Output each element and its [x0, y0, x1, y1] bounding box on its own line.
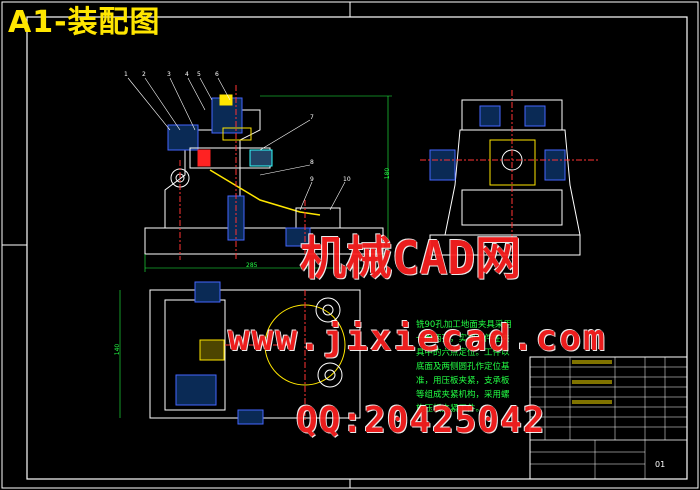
top-block-b [199, 339, 225, 361]
callout-5: 5 [197, 71, 201, 78]
dim-label-vertical-right: 180 [384, 167, 392, 180]
top-screw [237, 409, 264, 425]
leader-7 [259, 119, 311, 151]
top-block-a [194, 281, 221, 303]
tb-fill-3 [572, 400, 612, 404]
callout-9: 9 [310, 176, 314, 183]
callout-10: 10 [343, 176, 351, 183]
leader-8 [259, 164, 311, 176]
title-block [529, 356, 688, 480]
front-view [127, 77, 392, 272]
clamp-foot [285, 227, 311, 247]
callout-6: 6 [215, 71, 219, 78]
callout-1: 1 [124, 71, 128, 78]
clamp-block [167, 124, 199, 151]
dim-label-horizontal: 285 [246, 262, 258, 269]
top-view [119, 281, 361, 425]
side-wing-r [544, 149, 566, 181]
dim-label-vertical-left: 140 [114, 343, 122, 356]
leader-10 [329, 181, 346, 211]
leader-1 [127, 77, 171, 131]
top-hole-1-inner [322, 304, 334, 316]
dim-box [222, 127, 252, 141]
top-clamp [175, 374, 217, 406]
callout-7: 7 [310, 114, 314, 121]
support-block [295, 207, 341, 229]
base-plate [144, 227, 384, 255]
tb-fill-2 [572, 380, 612, 384]
top-hole-2-inner [324, 369, 336, 381]
watermark-site-name: 机械CAD网 [300, 231, 522, 285]
leader-5 [199, 77, 213, 101]
side-view [420, 90, 600, 260]
tb-fill-1 [572, 360, 612, 364]
side-body [444, 129, 581, 236]
leader-2 [144, 77, 181, 131]
inner-border [26, 16, 688, 480]
callout-4: 4 [185, 71, 189, 78]
leader-9 [299, 181, 313, 211]
watermark-qq: QQ:20425042 [296, 400, 546, 441]
lever-arm [209, 169, 321, 216]
technical-note: 铣90孔加工地面夹具采用一面两孔，实现工件在夹具中的六点定位。工件以底面及两侧圆… [416, 320, 512, 414]
side-wing-l [429, 149, 456, 181]
watermark-url: www.jixiecad.com [228, 318, 607, 359]
callout-2: 2 [142, 71, 146, 78]
side-bolt-l [479, 105, 501, 127]
leader-6 [217, 77, 231, 101]
part-tag [219, 94, 233, 106]
leader-3 [169, 77, 196, 131]
leader-4 [187, 77, 206, 111]
top-hole-2 [317, 362, 343, 388]
side-bolt-r [524, 105, 546, 127]
drawing-title: A1-装配图 [8, 5, 161, 40]
title-block-frame [529, 356, 688, 480]
key-red [197, 149, 211, 167]
callout-8: 8 [310, 159, 314, 166]
top-hole-1 [315, 297, 341, 323]
nut-right [249, 149, 273, 167]
title-block-id: 01 [655, 460, 666, 469]
callout-3: 3 [167, 71, 171, 78]
